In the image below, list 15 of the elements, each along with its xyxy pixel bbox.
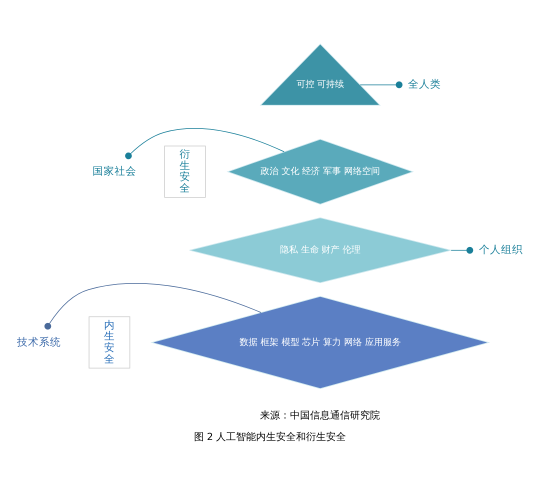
label: 衍生安全 — [180, 148, 190, 194]
connector — [125, 128, 285, 159]
node-text: 全人类 — [408, 78, 442, 90]
node-text: 个人组织 — [478, 244, 523, 256]
node-text: 技术系统 — [17, 336, 62, 348]
connector — [450, 246, 474, 254]
connector — [44, 282, 262, 330]
connector — [360, 80, 403, 88]
node-text: 国家社会 — [92, 165, 137, 178]
node-diamond: 隐私 生命 财产 伦理 — [189, 216, 452, 283]
caption: 图 2 人工智能内生安全和衍生安全 — [194, 432, 346, 443]
label: 来源：中国信息通信研究院 — [260, 410, 380, 421]
label: 内生安全 — [104, 318, 115, 365]
node-diamond: 政治 文化 经济 军事 网络空间 — [226, 138, 414, 204]
node-diamond: 数据 框架 模型 芯片 算力 网络 应用服务 — [150, 295, 490, 388]
